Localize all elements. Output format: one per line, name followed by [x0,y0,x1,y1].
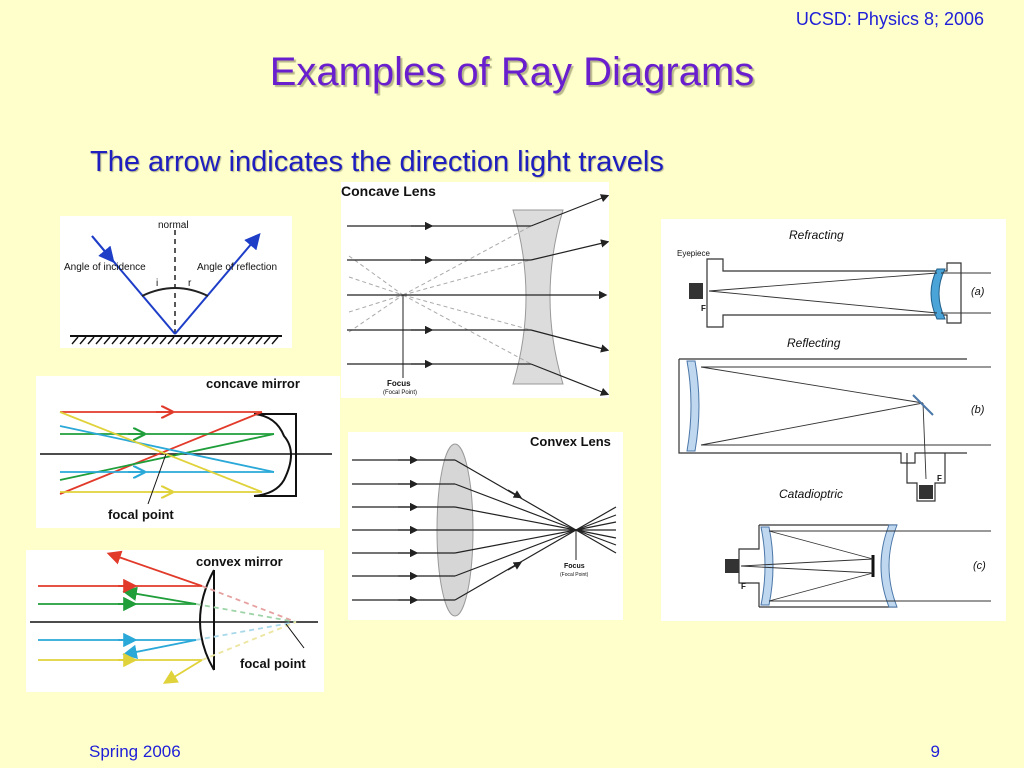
convex-mirror-diagram: convex mirror focal point [26,550,324,692]
i-label: i [156,278,158,289]
reflecting-label: Reflecting [787,336,841,350]
f-label-c: F [741,582,746,591]
catadioptric-label: Catadioptric [779,487,843,501]
concave-mirror-diagram: concave mirror focal point [36,376,340,528]
course-label: UCSD: Physics 8; 2006 [795,9,984,29]
label-b: (b) [971,404,985,416]
r-label: r [188,278,192,289]
telescope-diagram: Refracting Eyepiece F (a) Reflecting F (… [661,219,1006,621]
reflection-label: Angle of reflection [197,262,277,273]
convex-lens-focal-point: (Focal Point) [560,572,589,578]
convex-lens-focus: Focus [564,563,585,570]
reflection-diagram: normal Angle of incidence Angle of refle… [60,216,292,348]
concave-lens-title: Concave Lens [341,183,436,199]
normal-label: normal [158,220,189,231]
concave-mirror-focal-label: focal point [108,507,174,522]
convex-lens-diagram: Convex Lens Focus (Focal Point) [348,432,623,620]
concave-lens-diagram: Concave Lens Focus (Focal Point) [341,182,609,398]
convex-lens-title: Convex Lens [530,434,611,449]
concave-lens-focal-point: (Focal Point) [383,390,417,396]
refracting-label: Refracting [789,228,844,242]
concave-lens-focus: Focus [387,379,411,388]
eyepiece-label: Eyepiece [677,249,710,258]
convex-mirror-focal-label: focal point [240,656,306,671]
f-label-a: F [701,304,706,313]
incidence-label: Angle of incidence [64,262,146,273]
concave-mirror-title: concave mirror [206,376,300,391]
label-c: (c) [973,560,986,572]
page-number: 9 [930,742,940,761]
footer-date: Spring 2006 [89,742,181,761]
convex-mirror-title: convex mirror [196,554,283,569]
f-label-b: F [937,474,942,483]
label-a: (a) [971,286,985,298]
slide-subtitle: The arrow indicates the direction light … [90,146,664,178]
slide-title: Examples of Ray Diagrams [269,50,755,94]
